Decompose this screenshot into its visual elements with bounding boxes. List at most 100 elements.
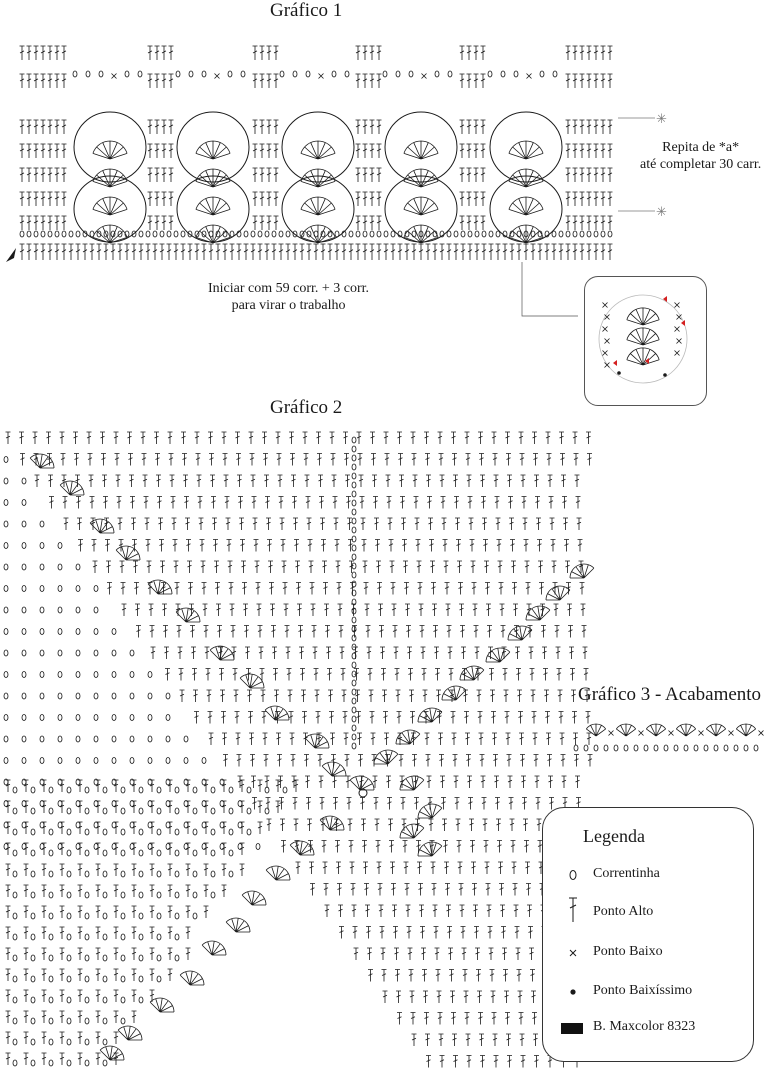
shell-fan-mark [300, 196, 336, 216]
double-crochet-mark [421, 947, 426, 960]
double-crochet-mark [330, 453, 336, 466]
double-crochet-mark [522, 797, 527, 810]
double-crochet-mark [485, 883, 491, 896]
double-crochet-mark [334, 243, 340, 260]
double-crochet-mark [459, 191, 465, 206]
double-crochet-mark [290, 754, 296, 767]
double-crochet-mark [227, 560, 233, 573]
double-crochet-mark [5, 431, 11, 444]
double-crochet-mark [40, 45, 46, 60]
double-crochet-mark [376, 215, 382, 230]
double-crochet-mark [266, 45, 272, 60]
double-crochet-mark [149, 625, 155, 638]
chain-mark [723, 744, 729, 752]
double-crochet-mark [319, 496, 324, 509]
double-crochet-mark [337, 603, 343, 616]
double-crochet-mark [480, 215, 486, 230]
double-crochet-mark [559, 732, 565, 745]
red-direction-arrow [681, 320, 685, 326]
chain-mark [229, 230, 235, 238]
legend-item-yarn-color: B. Maxcolor 8323 [561, 1017, 751, 1041]
chain-mark [351, 634, 357, 642]
chain-mark [12, 1059, 18, 1067]
double-crochet-mark [355, 45, 361, 60]
double-crochet-mark [397, 243, 403, 260]
chain-mark [66, 954, 72, 962]
double-crochet-mark [328, 689, 333, 702]
chain-mark [453, 230, 459, 238]
double-crochet-mark [229, 603, 235, 616]
chain-mark [96, 230, 102, 238]
double-crochet-mark [245, 646, 250, 659]
chain-mark [102, 891, 108, 899]
double-crochet-mark [564, 539, 569, 552]
double-crochet-mark [23, 989, 29, 1002]
double-crochet-mark [313, 243, 319, 260]
chain-mark [48, 828, 54, 836]
double-crochet-mark [484, 861, 490, 874]
double-crochet-icon [569, 897, 577, 922]
chain-mark [12, 954, 18, 962]
inset-motif-outline [598, 294, 688, 384]
double-crochet-mark [522, 517, 528, 530]
double-crochet-mark [480, 775, 486, 788]
chain-mark [192, 870, 198, 878]
double-crochet-mark [479, 754, 485, 767]
double-crochet-mark [341, 243, 347, 260]
double-crochet-mark [203, 905, 209, 918]
double-crochet-mark [154, 431, 159, 444]
chain-mark [102, 849, 108, 857]
chain-mark [351, 445, 357, 453]
chain-mark [351, 580, 357, 588]
double-crochet-mark [87, 453, 93, 466]
double-crochet-mark [113, 968, 119, 981]
double-crochet-mark [23, 1052, 29, 1065]
double-crochet-mark [473, 45, 479, 60]
double-crochet-mark [412, 754, 417, 767]
asterisk-marker-top: ✳ [656, 111, 667, 126]
double-crochet-mark [376, 560, 381, 573]
double-crochet-mark [335, 840, 340, 853]
chain-mark [48, 912, 54, 920]
double-crochet-mark [492, 1033, 498, 1046]
double-crochet-mark [468, 797, 473, 810]
double-crochet-mark [369, 119, 375, 134]
double-crochet-mark [26, 243, 32, 260]
chain-mark [21, 649, 27, 657]
double-crochet-mark [437, 1012, 443, 1025]
double-crochet-mark [115, 474, 121, 487]
chain-mark [47, 230, 53, 238]
double-crochet-mark [95, 884, 101, 897]
double-crochet-mark [533, 754, 539, 767]
double-crochet-mark [398, 453, 403, 466]
chain-mark [57, 628, 63, 635]
double-crochet-mark [239, 863, 245, 876]
double-crochet-mark [565, 45, 571, 60]
double-crochet-mark [161, 191, 167, 206]
chain-mark [500, 70, 506, 78]
single-crochet-mark [602, 326, 608, 332]
double-crochet-mark [502, 947, 507, 960]
double-crochet-mark [47, 243, 53, 260]
double-crochet-mark [451, 431, 456, 444]
double-crochet-mark [438, 732, 443, 745]
shell-fan-mark [403, 140, 439, 160]
double-crochet-mark [113, 842, 119, 855]
single-crochet-mark [674, 350, 680, 356]
double-crochet-mark [303, 453, 309, 466]
double-crochet-mark [292, 797, 298, 810]
chain-mark [411, 230, 417, 238]
double-crochet-mark [467, 496, 473, 509]
double-crochet-mark [135, 603, 140, 616]
chain-mark [460, 230, 466, 238]
double-crochet-mark [466, 1055, 472, 1068]
double-crochet-mark [410, 431, 416, 444]
chain-mark [39, 692, 45, 700]
double-crochet-mark [379, 926, 385, 939]
chain-mark [57, 735, 63, 743]
chain-mark [3, 692, 9, 700]
double-crochet-mark [419, 904, 424, 917]
chain-mark [66, 891, 72, 899]
double-crochet-mark [194, 431, 200, 444]
double-crochet-mark [416, 560, 422, 573]
